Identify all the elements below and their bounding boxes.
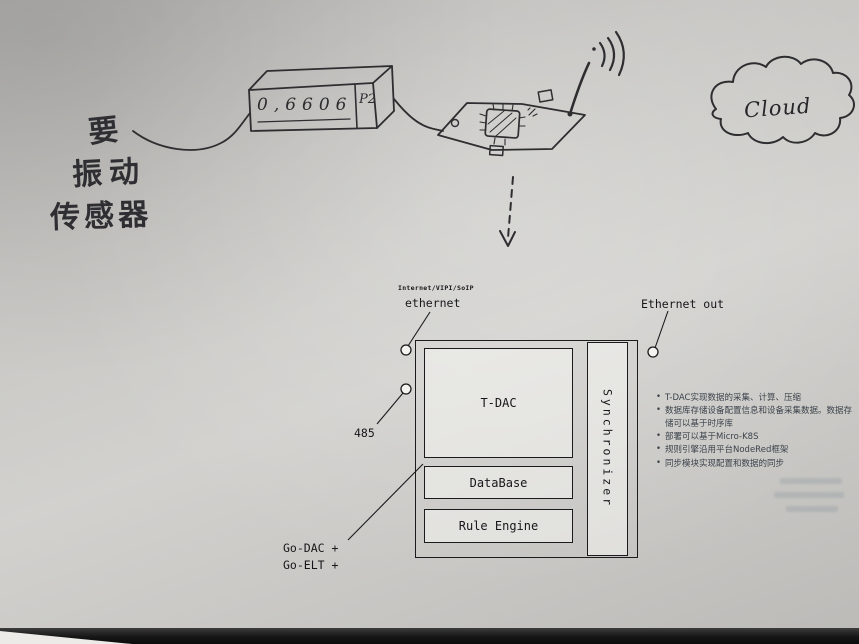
synchronizer-box: Synchronizer — [587, 342, 628, 556]
ethernet-port-dot — [400, 344, 412, 356]
ink-showthrough — [786, 506, 838, 512]
note-item: 数据库存储设备配置信息和设备采集数据。数据存储可以基于时序库 — [656, 404, 854, 430]
sensor-wire — [132, 112, 251, 151]
handwritten-label-line2: 振动 — [71, 154, 148, 193]
notes-list: T-DAC实现数据的采集、计算、压缩 数据库存储设备配置信息和设备采集数据。数据… — [656, 391, 854, 471]
ethernet-label: ethernet — [405, 296, 461, 310]
note-item: 规则引擎沿用平台NodeRed框架 — [656, 443, 854, 456]
device-display-digits: 0,6606 — [257, 95, 353, 115]
rule-engine-label: Rule Engine — [458, 519, 539, 533]
ethernet-out-label: Ethernet out — [641, 297, 725, 311]
database-box: DataBase — [424, 466, 573, 499]
table-edge — [0, 628, 859, 644]
device-port-label: P2 — [359, 92, 377, 107]
note-item: 同步模块实现配置和数据的同步 — [656, 457, 854, 470]
handwritten-label-line3: 传感器 — [49, 197, 153, 236]
rs485-port-dot — [400, 383, 412, 395]
ink-showthrough — [780, 478, 842, 484]
synchronizer-label: Synchronizer — [600, 389, 615, 509]
ethernet-out-port-dot — [647, 346, 659, 358]
go-dac-label: Go-DAC + — [283, 541, 339, 555]
note-item: T-DAC实现数据的采集、计算、压缩 — [656, 391, 854, 404]
database-label: DataBase — [469, 475, 528, 490]
gateway-outer-box — [415, 340, 638, 558]
wifi-signal-icon — [592, 30, 625, 77]
handwritten-label-line1: 要 — [86, 112, 121, 151]
circuit-board-sketch — [437, 89, 586, 157]
tdac-box: T-DAC — [424, 348, 573, 458]
ethernet-protocols-label: Internet/VIPI/SoIP — [398, 284, 474, 292]
ink-showthrough — [774, 492, 844, 498]
antenna-icon — [567, 61, 591, 117]
cloud-label: Cloud — [743, 93, 813, 123]
go-elt-label: Go-ELT + — [283, 558, 339, 572]
rule-engine-box: Rule Engine — [424, 509, 573, 543]
tdac-label: T-DAC — [480, 396, 517, 410]
rs485-label: 485 — [354, 426, 375, 440]
down-arrow — [499, 176, 516, 247]
device-board-wire — [393, 98, 444, 132]
note-item: 部署可以基于Micro-K8S — [656, 430, 854, 443]
